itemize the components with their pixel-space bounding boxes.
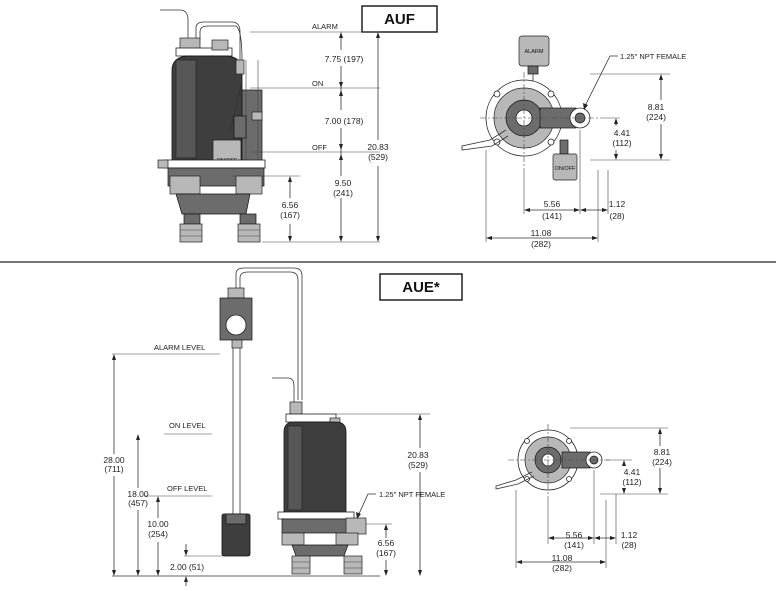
auf-dim-6-56-mm: (167) [280, 210, 300, 220]
aue-dim-1-12-mm: (28) [621, 540, 636, 550]
aue-dim-5-56-mm: (141) [564, 540, 584, 550]
auf-side-dimensions: ALARM ON OFF 7.75 (197) 7.00 (178) 20.83… [232, 22, 389, 243]
auf-top-onoff-switch-label: ON/OFF [555, 166, 576, 172]
aue-dim-5-56: 5.56 [566, 530, 583, 540]
auf-npt-label: 1.25" NPT FEMALE [620, 52, 686, 61]
aue-dim-10-00: 10.00 [147, 519, 169, 529]
auf-dim-9-50-mm: (241) [333, 188, 353, 198]
aue-title-box: AUE* [379, 273, 463, 301]
auf-dim-1-12-mm: (28) [609, 211, 624, 221]
aue-dim-8-81-mm: (224) [652, 457, 672, 467]
auf-top-dimensions: 8.81 (224) 4.41 (112) 1.25" NPT FEMALE 5… [485, 52, 686, 249]
auf-dim-8-81-mm: (224) [646, 112, 666, 122]
auf-dim-1-12: 1.12 [609, 199, 626, 209]
auf-dim-5-56: 5.56 [544, 199, 561, 209]
auf-dim-4-41: 4.41 [614, 128, 631, 138]
aue-npt-label: 1.25" NPT FEMALE [379, 490, 445, 499]
auf-alarm-label: ALARM [312, 22, 338, 31]
auf-dim-20-83-mm: (529) [368, 152, 388, 162]
aue-dim-2-00: 2.00 (51) [170, 562, 204, 572]
aue-dim-10-00-mm: (254) [148, 529, 168, 539]
aue-top-dimensions: 8.81 (224) 4.41 (112) 5.56 (141) 1.12 (2… [515, 427, 672, 573]
auf-dim-11-08: 11.08 [531, 228, 552, 238]
auf-dim-6-56: 6.56 [282, 200, 299, 210]
aue-title: AUE* [402, 279, 440, 296]
aue-dim-1-12: 1.12 [621, 530, 638, 540]
aue-dim-6-56-mm: (167) [376, 548, 396, 558]
auf-dim-9-50: 9.50 [335, 178, 352, 188]
aue-alarm-level-label: ALARM LEVEL [154, 343, 205, 352]
aue-off-level-label: OFF LEVEL [167, 484, 207, 493]
aue-pump-side-view [272, 377, 367, 575]
aue-dim-4-41: 4.41 [624, 467, 641, 477]
aue-dim-18-00: 18.00 [127, 489, 149, 499]
aue-dim-20-83: 20.83 [407, 450, 429, 460]
aue-dim-28-00: 28.00 [103, 455, 125, 465]
aue-on-level-label: ON LEVEL [169, 421, 206, 430]
aue-side-dimensions: ALARM LEVEL ON LEVEL OFF LEVEL 28.00 (71… [103, 343, 445, 586]
aue-dim-11-08: 11.08 [552, 553, 573, 563]
auf-title: AUF [384, 11, 415, 28]
aue-dim-11-08-mm: (282) [552, 563, 572, 573]
auf-pump-side-view: ON/OFF [157, 9, 266, 243]
auf-dim-4-41-mm: (112) [612, 138, 631, 148]
auf-on-label: ON [312, 79, 323, 88]
auf-dim-5-56-mm: (141) [542, 211, 562, 221]
aue-dim-6-56: 6.56 [378, 538, 395, 548]
auf-dim-7-75: 7.75 (197) [325, 54, 364, 64]
aue-dim-28-00-mm: (711) [104, 464, 123, 474]
auf-dim-8-81: 8.81 [648, 102, 665, 112]
auf-title-box: AUF [361, 5, 438, 33]
aue-dim-18-00-mm: (457) [128, 498, 148, 508]
auf-alarm-switch-label: ALARM [525, 49, 544, 55]
aue-dim-8-81: 8.81 [654, 447, 671, 457]
auf-dim-20-83: 20.83 [367, 142, 389, 152]
aue-dim-20-83-mm: (529) [408, 460, 428, 470]
aue-alarm-float-assembly [219, 267, 303, 557]
aue-pump-top-view [495, 424, 612, 500]
auf-off-label: OFF [312, 143, 327, 152]
auf-pump-top-view: ALARM ON/OFF [461, 35, 600, 181]
aue-dim-4-41-mm: (112) [622, 477, 641, 487]
auf-dim-7-00: 7.00 (178) [325, 116, 364, 126]
auf-dim-11-08-mm: (282) [531, 239, 551, 249]
